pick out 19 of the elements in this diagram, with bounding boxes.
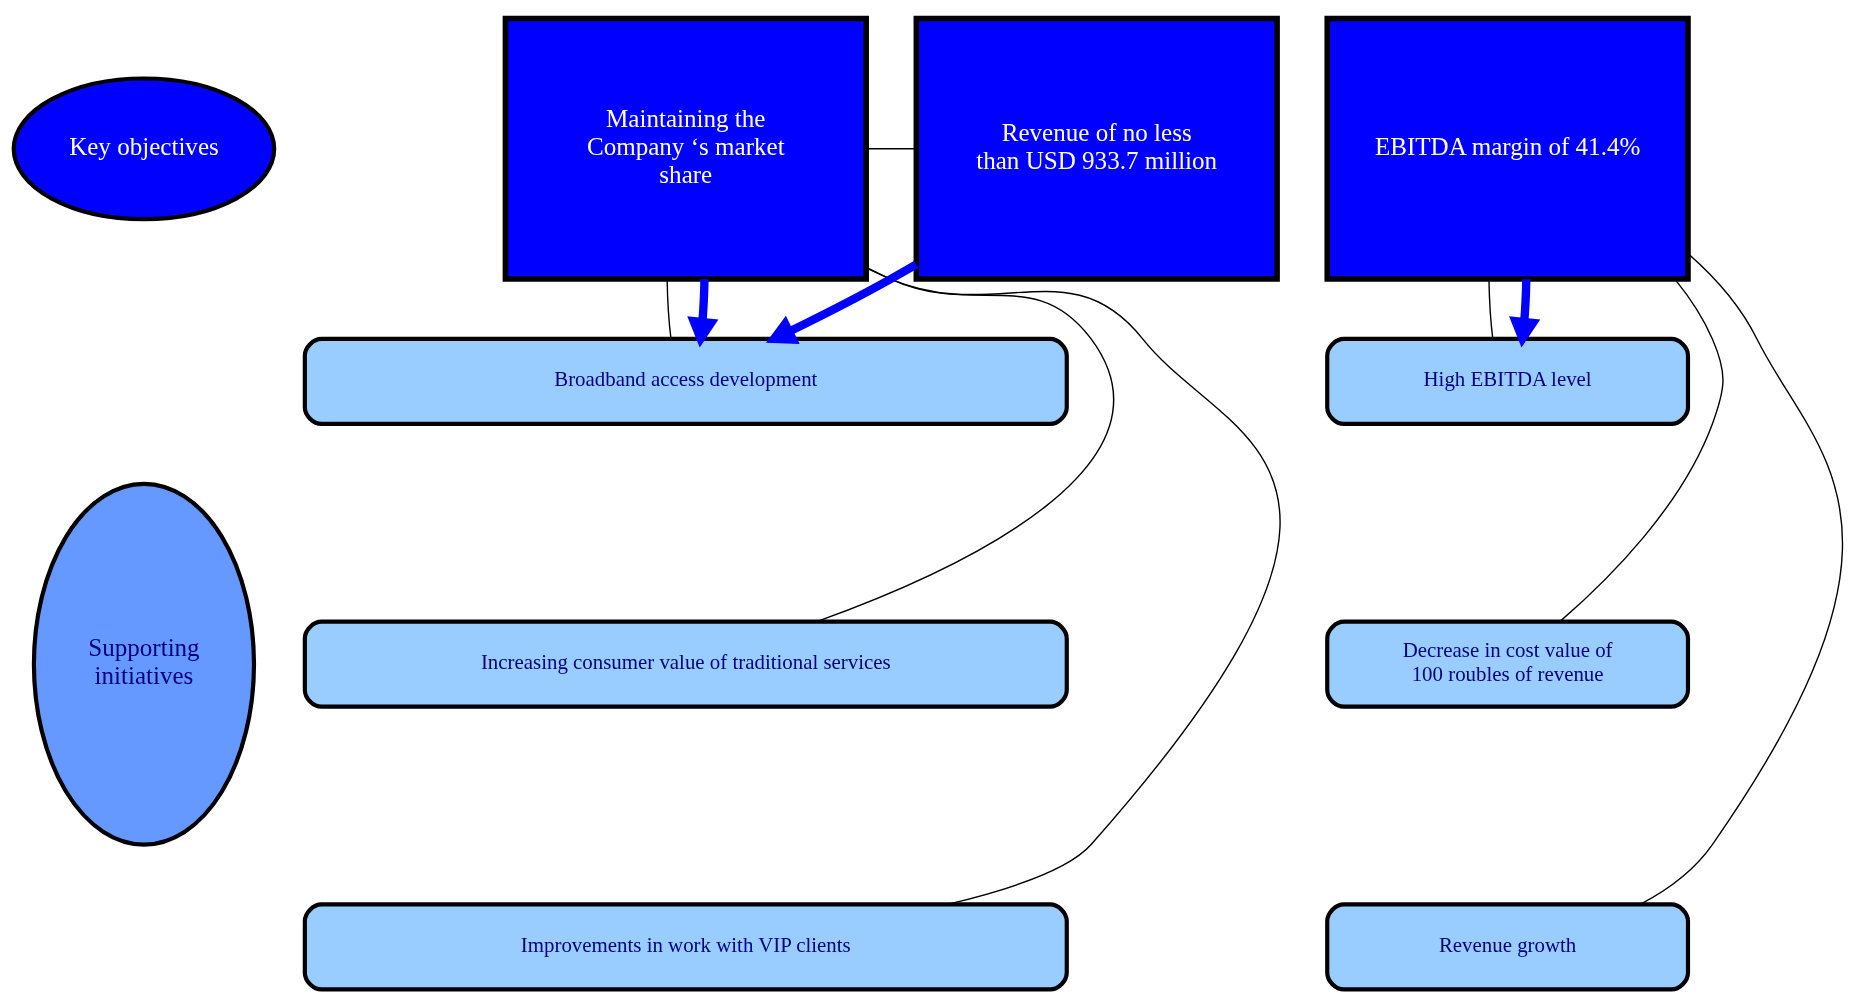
connector xyxy=(1488,278,1494,340)
node-ellipse: Supporting initiatives xyxy=(31,481,257,847)
connector xyxy=(1639,252,1843,905)
node-box: EBITDA margin of 41.4% xyxy=(1324,15,1691,282)
node-ellipse: Key objectives xyxy=(11,76,277,222)
node-box: Increasing consumer value of traditional services xyxy=(302,619,1069,709)
node-box: Revenue of no less than USD 933.7 million xyxy=(913,15,1280,282)
connector xyxy=(1559,278,1724,623)
connector xyxy=(865,148,917,150)
node-box: Revenue growth xyxy=(1325,902,1691,992)
node-box: Maintaining the Company ‘s market share xyxy=(502,15,869,282)
arrow xyxy=(687,279,719,348)
node-box: Broadband access development xyxy=(302,336,1069,426)
node-box: High EBITDA level xyxy=(1325,336,1691,426)
arrow xyxy=(765,260,919,344)
node-box: Improvements in work with VIP clients xyxy=(302,902,1069,992)
arrow xyxy=(1509,279,1541,348)
node-box: Decrease in cost value of 100 roubles of revenue xyxy=(1325,619,1691,709)
connector xyxy=(666,278,672,340)
